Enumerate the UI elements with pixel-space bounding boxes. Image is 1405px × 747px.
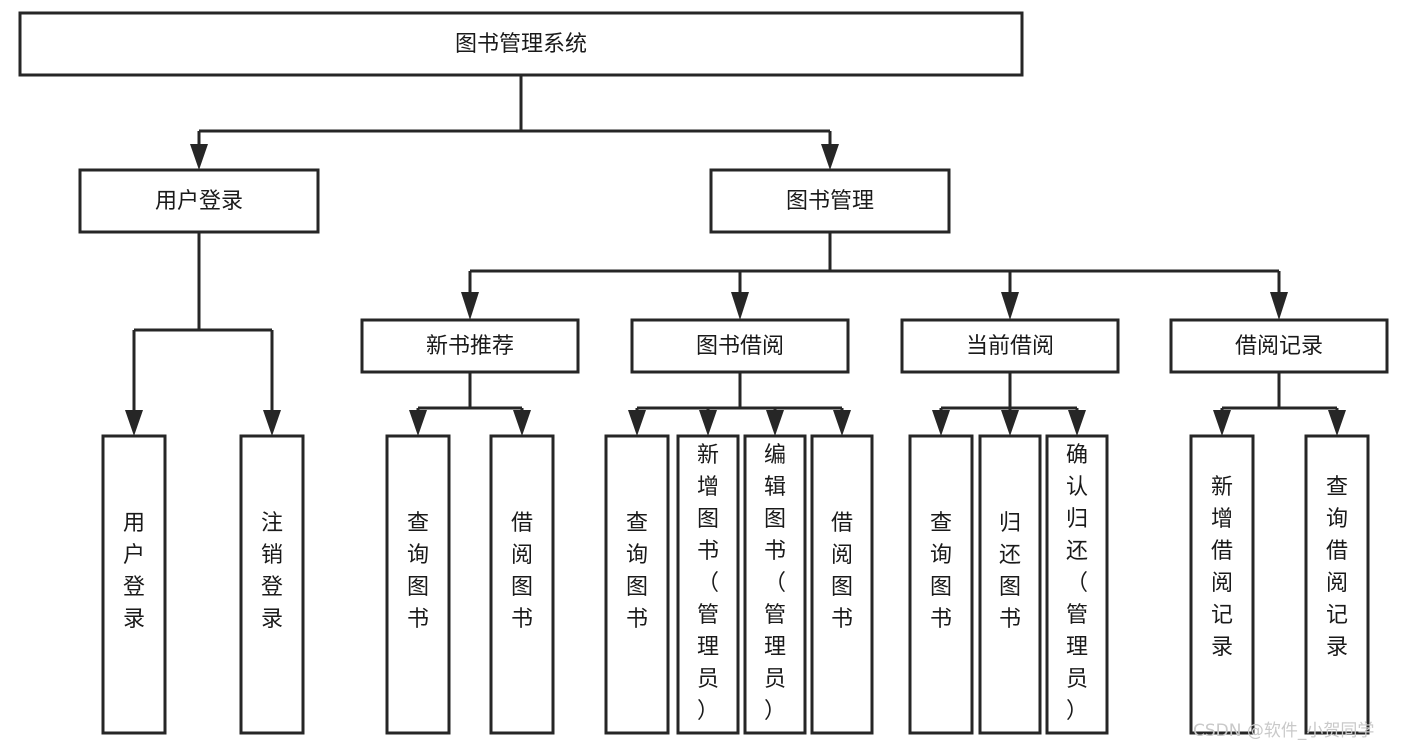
arrow-current-leaf1 — [932, 410, 950, 436]
leaf-add-book[interactable]: 新增图书（管理员） — [676, 434, 740, 735]
leaf-borrow-book-1-box[interactable] — [489, 434, 555, 735]
leaf-confirm-return-label: 确认归还（管理员） — [1066, 443, 1088, 724]
arrow-bookmanage-l3-4 — [1270, 292, 1288, 320]
leaf-query-record[interactable]: 查询借阅记录 — [1304, 434, 1370, 735]
arrow-root-to-user-login — [190, 144, 208, 170]
leaf-query-book-3-box[interactable] — [908, 434, 974, 735]
node-borrow-record-box[interactable] — [1169, 318, 1389, 374]
leaf-borrow-book-2[interactable]: 借阅图书 — [810, 434, 874, 735]
arrow-bookmanage-l3-2 — [731, 292, 749, 320]
leaf-query-book-2-box[interactable] — [604, 434, 670, 735]
node-user-login-box[interactable] — [78, 168, 320, 234]
leaf-query-book-2-label: 查询图书 — [626, 511, 648, 632]
node-borrow-record-label: 借阅记录 — [1235, 334, 1323, 359]
leaf-logout-box[interactable] — [239, 434, 305, 735]
node-book-borrow-box[interactable] — [630, 318, 850, 374]
leaf-add-record-label: 新增借阅记录 — [1211, 475, 1233, 660]
arrow-borrow-leaf3 — [766, 410, 784, 436]
leaf-borrow-book-2-box[interactable] — [810, 434, 874, 735]
arrow-recommend-leaf2 — [513, 410, 531, 436]
node-book-borrow[interactable]: 图书借阅 — [630, 318, 850, 374]
node-new-book-recommend[interactable]: 新书推荐 — [360, 318, 580, 374]
leaf-borrow-book-1[interactable]: 借阅图书 — [489, 434, 555, 735]
leaf-borrow-book-2-label: 借阅图书 — [831, 511, 853, 632]
node-root-box[interactable] — [18, 11, 1024, 77]
arrow-borrow-leaf4 — [833, 410, 851, 436]
connectors — [125, 75, 1346, 436]
arrow-bookmanage-l3-3 — [1001, 292, 1019, 320]
arrow-userlogin-leaf1 — [125, 410, 143, 436]
arrow-record-leaf2 — [1328, 410, 1346, 436]
arrow-borrow-leaf1 — [628, 410, 646, 436]
leaf-query-book-3-label: 查询图书 — [930, 511, 952, 632]
node-book-manage-label: 图书管理 — [786, 189, 874, 214]
node-borrow-record[interactable]: 借阅记录 — [1169, 318, 1389, 374]
node-user-login[interactable]: 用户登录 — [78, 168, 320, 234]
node-new-book-recommend-label: 新书推荐 — [426, 334, 514, 359]
node-user-login-label: 用户登录 — [155, 189, 243, 214]
leaf-edit-book[interactable]: 编辑图书（管理员） — [743, 434, 807, 735]
leaf-add-record[interactable]: 新增借阅记录 — [1189, 434, 1255, 735]
arrow-record-leaf1 — [1213, 410, 1231, 436]
leaf-query-record-box[interactable] — [1304, 434, 1370, 735]
leaf-return-book[interactable]: 归还图书 — [978, 434, 1042, 735]
node-current-borrow-box[interactable] — [900, 318, 1120, 374]
leaf-query-record-label: 查询借阅记录 — [1326, 475, 1348, 660]
leaf-query-book-1[interactable]: 查询图书 — [385, 434, 451, 735]
leaf-query-book-1-box[interactable] — [385, 434, 451, 735]
leaf-borrow-book-1-label: 借阅图书 — [511, 511, 533, 632]
node-current-borrow[interactable]: 当前借阅 — [900, 318, 1120, 374]
arrow-userlogin-leaf2 — [263, 410, 281, 436]
node-book-manage-box[interactable] — [709, 168, 951, 234]
leaf-logout-label: 注销登录 — [261, 511, 283, 632]
arrow-root-to-book-manage — [821, 144, 839, 170]
leaf-user-login-label: 用户登录 — [123, 511, 145, 632]
leaf-confirm-return-box[interactable] — [1045, 434, 1109, 735]
leaf-user-login[interactable]: 用户登录 — [101, 434, 167, 735]
node-root[interactable]: 图书管理系统 — [18, 11, 1024, 77]
arrow-recommend-leaf1 — [409, 410, 427, 436]
arrow-borrow-leaf2 — [699, 410, 717, 436]
arrow-current-leaf3 — [1068, 410, 1086, 436]
node-new-book-recommend-box[interactable] — [360, 318, 580, 374]
leaf-add-book-label: 新增图书（管理员） — [697, 443, 719, 724]
node-book-manage[interactable]: 图书管理 — [709, 168, 951, 234]
csdn-watermark: CSDN @软件_小贺同学 — [1193, 721, 1375, 741]
leaf-return-book-label: 归还图书 — [999, 511, 1021, 632]
leaf-return-book-box[interactable] — [978, 434, 1042, 735]
leaf-edit-book-label: 编辑图书（管理员） — [764, 443, 786, 724]
arrow-current-leaf2 — [1001, 410, 1019, 436]
node-root-label: 图书管理系统 — [455, 32, 587, 57]
node-book-borrow-label: 图书借阅 — [696, 334, 784, 359]
leaf-query-book-2[interactable]: 查询图书 — [604, 434, 670, 735]
leaf-add-book-box[interactable] — [676, 434, 740, 735]
leaf-user-login-box[interactable] — [101, 434, 167, 735]
arrow-bookmanage-l3-1 — [461, 292, 479, 320]
leaf-query-book-3[interactable]: 查询图书 — [908, 434, 974, 735]
leaf-add-record-box[interactable] — [1189, 434, 1255, 735]
leaf-query-book-1-label: 查询图书 — [407, 511, 429, 632]
leaf-edit-book-box[interactable] — [743, 434, 807, 735]
node-current-borrow-label: 当前借阅 — [966, 334, 1054, 359]
leaf-logout[interactable]: 注销登录 — [239, 434, 305, 735]
leaf-confirm-return[interactable]: 确认归还（管理员） — [1045, 434, 1109, 735]
